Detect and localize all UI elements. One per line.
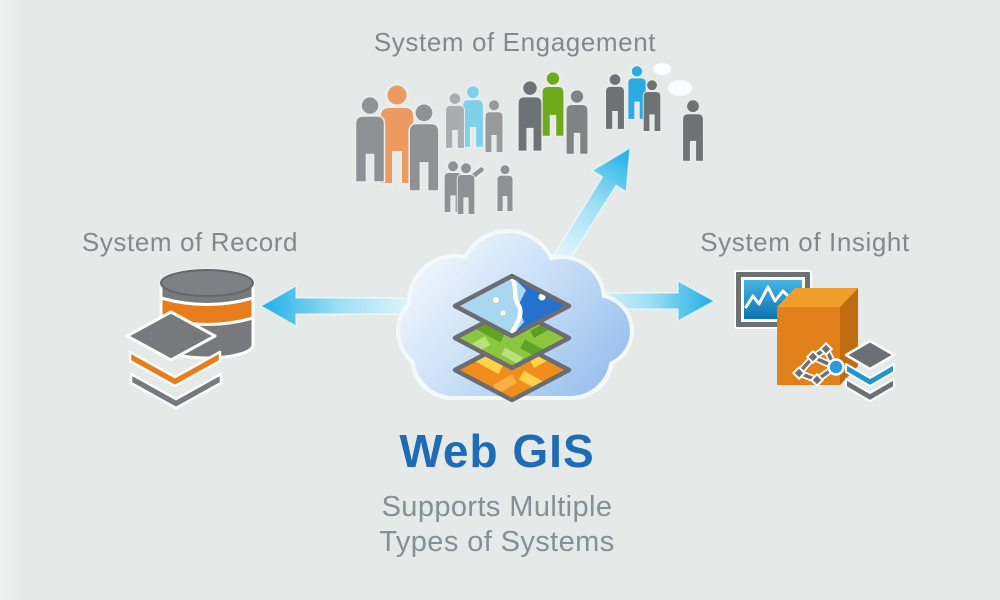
person-figure <box>456 162 476 215</box>
record-layers-icon <box>125 310 223 410</box>
arrow-to-record <box>259 284 419 328</box>
page-title: Web GIS <box>399 425 595 477</box>
arrow-to-engagement <box>552 146 631 266</box>
person-figure <box>445 92 465 149</box>
person-figure <box>605 73 625 130</box>
person-figure <box>461 84 485 149</box>
people-crowd-icon <box>354 64 705 215</box>
person-figure <box>381 86 413 184</box>
person-figure <box>565 89 589 155</box>
thought-bubble-icon <box>653 63 692 96</box>
subtitle-line-2: Types of Systems <box>379 526 615 558</box>
person-figure <box>517 80 543 152</box>
record-label: System of Record <box>81 227 299 257</box>
insight-layers-icon <box>844 339 896 402</box>
person-figure <box>540 70 566 138</box>
person-figure <box>484 99 504 153</box>
person-figure <box>354 95 386 183</box>
network-nodes-icon <box>791 341 845 388</box>
map-layers-icon <box>452 273 572 403</box>
subtitle: Supports Multiple Types of Systems <box>297 490 697 560</box>
engagement-label: System of Engagement <box>373 27 657 57</box>
subtitle-line-1: Supports Multiple <box>381 491 613 523</box>
insight-label: System of Insight <box>700 227 910 257</box>
person-figure <box>681 99 705 162</box>
person-figure <box>496 164 514 212</box>
